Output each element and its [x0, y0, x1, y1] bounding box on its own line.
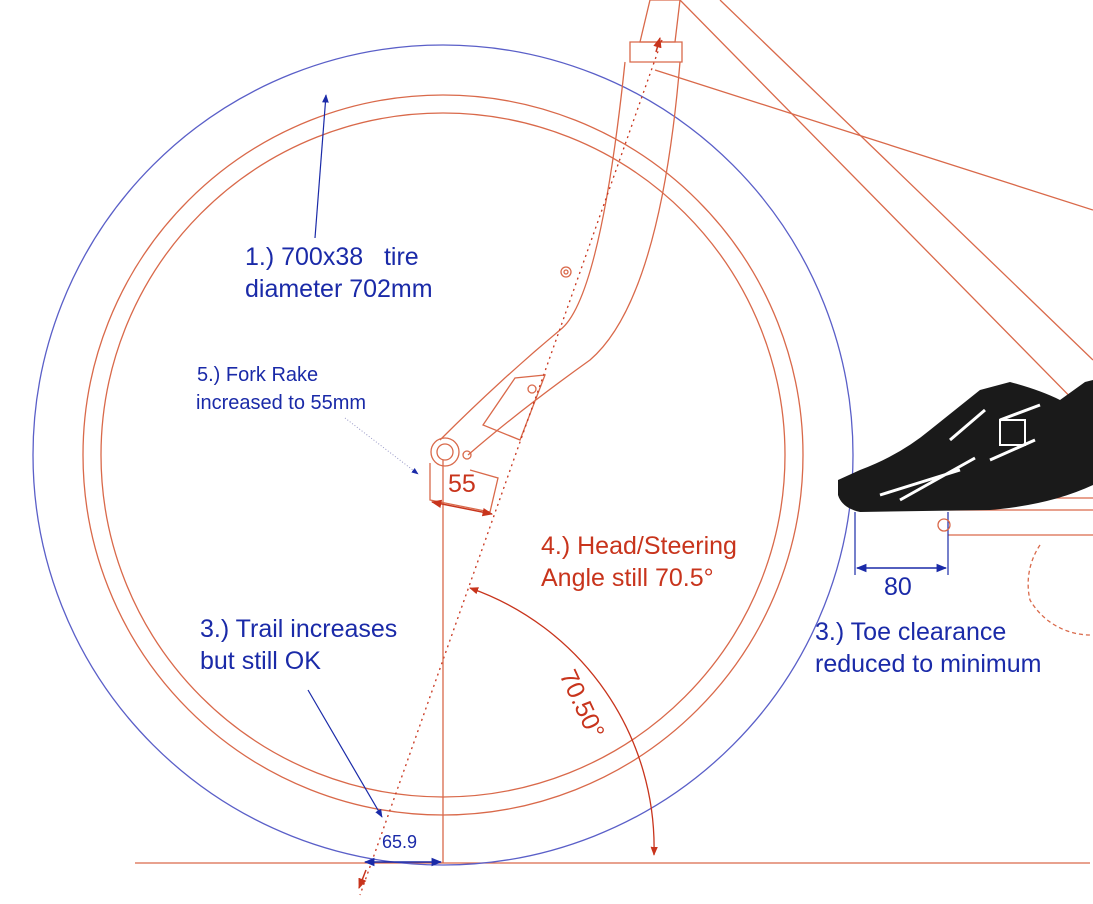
tire-label-line1: 1.) 700x38 tire	[245, 243, 419, 271]
tire-outline	[32, 44, 854, 866]
pedal-axle	[937, 518, 951, 532]
trail-leader	[307, 689, 383, 818]
axis-top-arrow	[653, 36, 662, 53]
axis-bottom-arrow	[358, 869, 367, 889]
steering-axis	[359, 39, 663, 896]
toe-label-line1: 3.) Toe clearance	[815, 618, 1007, 646]
rake-dimension-value: 55	[448, 470, 476, 498]
rake-label-line1: 5.) Fork Rake	[197, 364, 319, 386]
rake-label-line2: increased to 55mm	[196, 392, 367, 414]
rake-leader	[344, 417, 419, 475]
trail-label-line1: 3.) Trail increases	[200, 615, 398, 643]
cycling-shoe	[838, 380, 1093, 512]
fork	[439, 61, 681, 460]
chainring	[1027, 544, 1091, 636]
toe-dimension-value: 80	[884, 573, 912, 601]
trail-dimension-value: 65.9	[382, 832, 418, 852]
tire-leader	[314, 94, 329, 239]
angle-arc	[469, 587, 658, 856]
head-angle-label-line1: 4.) Head/Steering	[541, 532, 737, 560]
tire-label-line2: diameter 702mm	[245, 275, 433, 303]
front-hub	[430, 437, 460, 467]
toe-label-line2: reduced to minimum	[815, 650, 1042, 678]
rake-arrow	[430, 499, 494, 517]
head-angle-label-line2: Angle still 70.5°	[541, 564, 714, 592]
trail-label-line2: but still OK	[200, 647, 321, 675]
